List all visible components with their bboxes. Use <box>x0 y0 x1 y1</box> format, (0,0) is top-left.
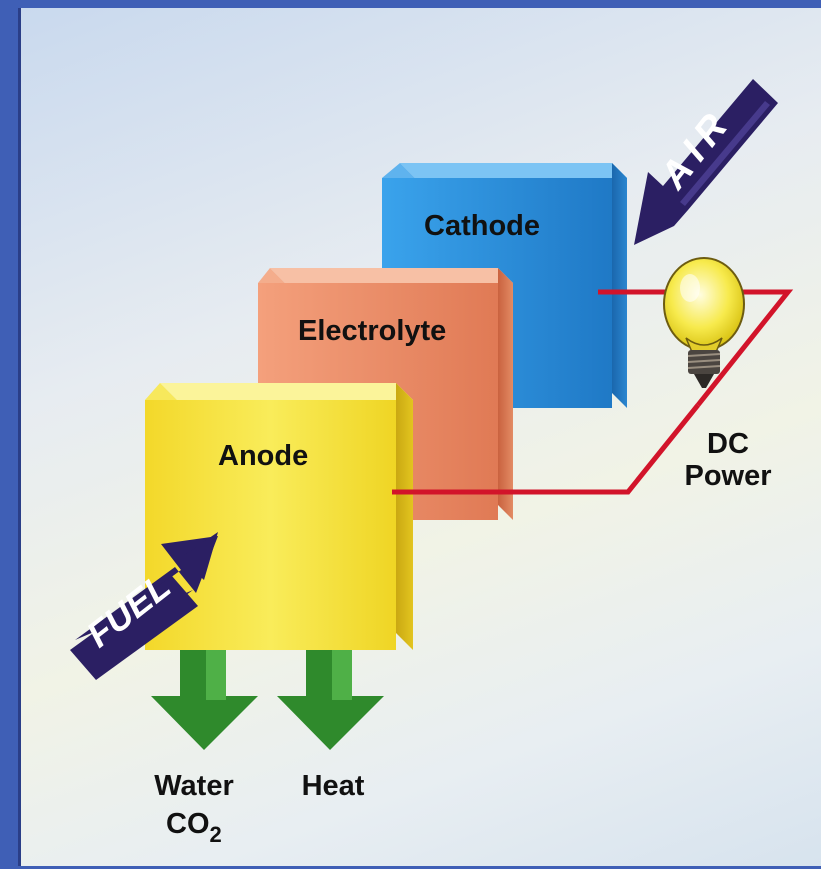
co2-subscript: 2 <box>209 822 222 847</box>
anode-block <box>145 383 413 650</box>
light-bulb-icon <box>663 257 745 388</box>
water-label: Water <box>154 770 234 802</box>
circuit-wire <box>392 289 794 495</box>
fuel-arrow-icon <box>70 532 218 680</box>
heat-label: Heat <box>301 770 365 802</box>
dc-power-label: DC Power <box>684 428 771 492</box>
anode-label: Anode <box>218 440 309 472</box>
dc-label: DC <box>707 428 749 460</box>
heat-output-arrow-icon <box>277 650 384 750</box>
water-output-arrow-icon <box>151 650 258 750</box>
cathode-label: Cathode <box>424 210 540 242</box>
co2-base: CO <box>166 808 210 840</box>
electrolyte-label: Electrolyte <box>298 315 447 347</box>
power-label: Power <box>684 460 772 492</box>
co2-label: CO2 <box>166 808 222 847</box>
air-arrow-icon <box>634 79 778 245</box>
